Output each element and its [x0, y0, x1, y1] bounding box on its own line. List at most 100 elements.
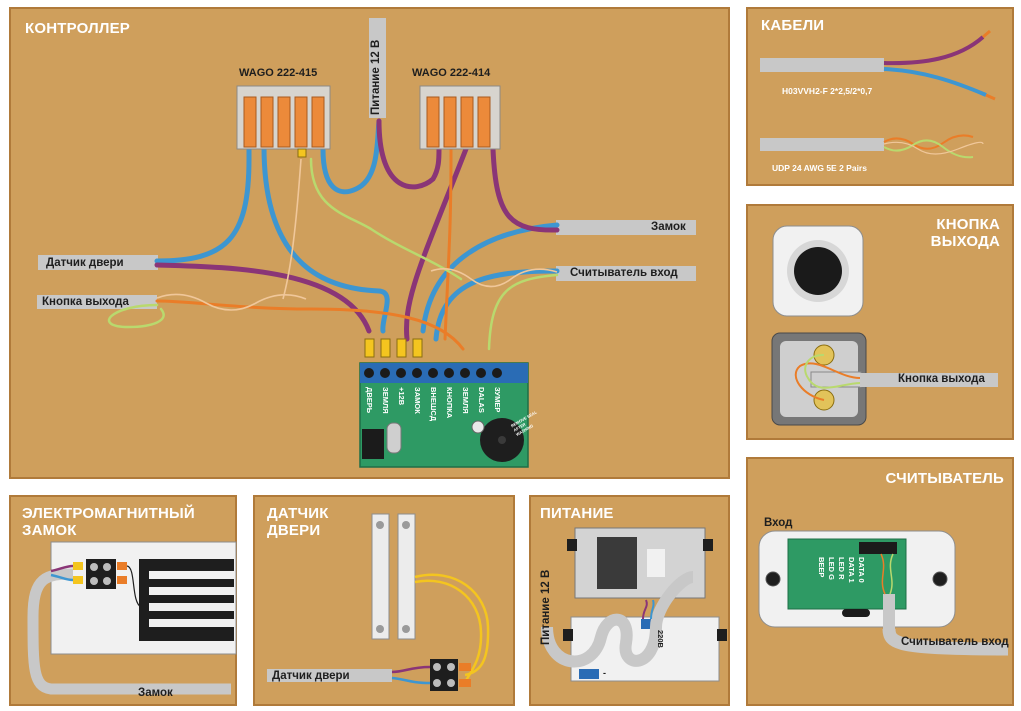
cable-wire-tip-2	[985, 93, 996, 101]
em-lock-wire-blue	[50, 573, 74, 582]
reader-cable	[883, 594, 895, 634]
reader-title: СЧИТЫВАТЕЛЬ	[885, 470, 1004, 487]
cables-drawing	[760, 29, 996, 159]
em-lock-terminal	[86, 559, 116, 589]
terminal-buzzer: ЗУМЕР	[493, 387, 502, 413]
utp-pair-1	[883, 134, 974, 150]
exit-button-wire-label-2: Кнопка выхода	[898, 373, 985, 385]
reader-panel: СЧИТЫВАТЕЛЬ Вход Считыватель вход DATA 0…	[746, 457, 1014, 706]
reader-wire-orange	[880, 553, 886, 595]
power-cable	[760, 58, 884, 72]
utp-pair-3	[883, 141, 984, 155]
reader-wire-green	[889, 553, 894, 595]
exit-button-title: КНОПКА ВЫХОДА	[931, 216, 1000, 250]
wire-twisted-exit	[156, 293, 307, 311]
controller-drawing	[37, 18, 696, 468]
utp-pair-2	[883, 139, 974, 159]
power-title: ПИТАНИЕ	[540, 505, 614, 522]
door-sensor-title: ДАТЧИК ДВЕРИ	[267, 505, 329, 539]
exit-wire-orange	[794, 362, 861, 401]
door-sensor-wire-purple	[391, 665, 431, 674]
cables-panel: КАБЕЛИ H03VVH2-F 2*2,5/2*0,7 UDP 24 AWG …	[746, 7, 1014, 186]
em-lock-wire-black	[126, 565, 142, 608]
wago-415-label: WAGO 222-415	[239, 67, 318, 79]
reader-drawing	[758, 530, 1009, 656]
em-lock-drawing	[27, 541, 237, 695]
power-terminal-12v	[579, 669, 599, 679]
utp-cable	[760, 138, 884, 151]
em-lock-wire-label: Замок	[138, 687, 173, 699]
terminal-ground-2: ЗЕМЛЯ	[461, 387, 470, 414]
wire-purple-lock	[490, 146, 560, 233]
power-220v-label: 220В	[656, 630, 665, 648]
door-sensor-terminal	[430, 659, 458, 691]
reader-pin-data1: DATA 1	[847, 557, 856, 583]
terminal-lock: ЗАМОК	[413, 387, 422, 414]
terminal-dallas: DALAS	[477, 387, 486, 413]
power-terminal-220	[641, 619, 657, 629]
power-wire-purple	[642, 599, 648, 620]
exit-button-cable	[860, 373, 998, 387]
exit-button-knob	[794, 247, 842, 295]
reader-cable-bend	[882, 628, 1009, 656]
utp-cable-label: UDP 24 AWG 5E 2 Pairs	[772, 163, 867, 173]
reader-pin-data0: DATA 0	[857, 557, 866, 583]
reader-pin-ledg: LED G	[827, 557, 836, 580]
terminal-ground-1: ЗЕМЛЯ	[381, 387, 390, 414]
door-sensor-reed	[397, 513, 416, 640]
em-lock-wire-purple	[50, 564, 74, 573]
reader-terminal-block	[859, 542, 897, 554]
door-sensor-title-line1: ДАТЧИК	[267, 505, 329, 522]
door-sensor-cable	[267, 669, 392, 682]
em-lock-title-line2: ЗАМОК	[22, 522, 77, 539]
power-vertical-label: Питание 12 В	[540, 569, 552, 645]
door-sensor-title-line2: ДВЕРИ	[267, 522, 321, 539]
door-sensor-wire-label: Датчик двери	[46, 257, 124, 269]
wire-blue-wago-loop	[261, 144, 390, 334]
wire-blue-reader	[433, 268, 560, 342]
reader-input-label: Вход	[764, 517, 793, 529]
exit-button-drawing	[771, 225, 998, 426]
door-sensor-wire-1	[414, 573, 490, 677]
exit-button-cable	[37, 295, 157, 309]
door-sensor-panel: ДАТЧИК ДВЕРИ Датчик двери	[253, 495, 515, 706]
door-sensor-drawing	[267, 513, 490, 691]
power-drawing	[541, 527, 727, 682]
wire-green-wago	[309, 157, 463, 281]
terminal-ext: ВНЕШСД	[429, 387, 438, 422]
wire-green-exit	[107, 303, 165, 329]
door-sensor-wire-label: Датчик двери	[272, 670, 350, 682]
wire-twisted-reader	[430, 268, 558, 288]
door-sensor-wire-blue	[391, 676, 431, 685]
wire-purple-power	[376, 118, 442, 190]
power-12v-label: Питание 12 В	[370, 39, 382, 115]
wire-orange-exit	[155, 299, 465, 351]
em-lock-cable	[27, 568, 231, 695]
exit-button-title-line2: ВЫХОДА	[930, 233, 1000, 250]
power-wire-blue	[650, 599, 655, 620]
reader-input-wire-label: Считыватель вход	[570, 267, 678, 279]
controller-panel: КОНТРОЛЛЕР	[9, 7, 730, 479]
wire-orange-wago	[443, 147, 453, 341]
terminal-12v: +12В	[397, 387, 406, 406]
reader-wire-label: Считыватель вход	[901, 636, 1009, 648]
controller-board	[359, 338, 529, 468]
wago-414	[419, 85, 501, 150]
wire-thin-wago	[282, 158, 302, 300]
power-supply-unit	[574, 527, 706, 599]
wago-415	[236, 85, 331, 158]
exit-button-wire-label: Кнопка выхода	[42, 296, 129, 308]
em-lock-title-line1: ЭЛЕКТРОМАГНИТНЫЙ	[22, 505, 195, 522]
em-lock-title: ЭЛЕКТРОМАГНИТНЫЙ ЗАМОК	[22, 505, 195, 539]
wire-green-reader	[487, 273, 559, 351]
door-sensor-wire-2	[414, 579, 483, 683]
exit-button-panel: КНОПКА ВЫХОДА Кнопка выхода	[746, 204, 1014, 440]
terminal-door: ДВЕРЬ	[365, 387, 374, 414]
power-cable-main	[541, 571, 695, 668]
em-lock-panel: ЭЛЕКТРОМАГНИТНЫЙ ЗАМОК Замок	[9, 495, 237, 706]
cables-title: КАБЕЛИ	[761, 17, 825, 34]
terminal-button: КНОПКА	[445, 387, 454, 419]
power-cable-label: H03VVH2-F 2*2,5/2*0,7	[782, 86, 873, 96]
power-panel: ПИТАНИЕ Питание 12 В 220В -	[529, 495, 730, 706]
